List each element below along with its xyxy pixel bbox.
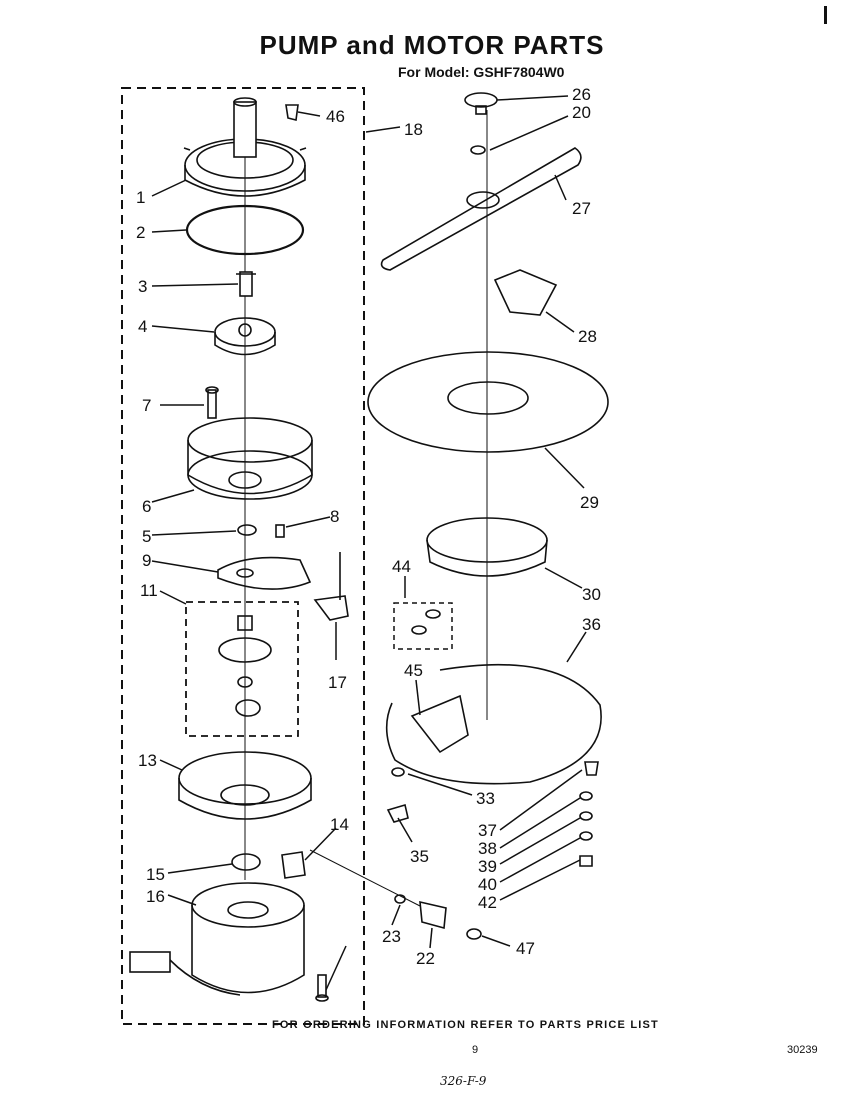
fitting-axis bbox=[309, 849, 421, 907]
ordering-note: FOR ORDERING INFORMATION REFER TO PARTS … bbox=[272, 1019, 659, 1031]
reference-number: 30239 bbox=[787, 1044, 818, 1056]
part-pump-housing-cover bbox=[183, 97, 307, 197]
callout-9: 9 bbox=[142, 551, 151, 570]
callout-39: 39 bbox=[478, 857, 497, 876]
page-title: PUMP and MOTOR PARTS bbox=[259, 30, 605, 60]
callout-26: 26 bbox=[572, 85, 591, 104]
part-spray-arm-hub bbox=[466, 191, 500, 209]
callout-2: 2 bbox=[136, 223, 145, 242]
part-clip bbox=[386, 803, 409, 823]
part-screw bbox=[205, 386, 219, 419]
callout-38: 38 bbox=[478, 839, 497, 858]
callout-23: 23 bbox=[382, 927, 401, 946]
part-bearing-kit bbox=[411, 609, 441, 635]
callout-18: 18 bbox=[404, 120, 423, 139]
part-small-ring bbox=[470, 145, 486, 155]
callout-46: 46 bbox=[326, 107, 345, 126]
part-oring bbox=[185, 204, 305, 256]
page-edge-mark bbox=[824, 6, 827, 24]
part-47-cap bbox=[466, 928, 482, 940]
callout-4: 4 bbox=[138, 317, 147, 336]
callout-33: 33 bbox=[476, 789, 495, 808]
part-hardware-stack bbox=[579, 761, 599, 867]
callout-17: 17 bbox=[328, 673, 347, 692]
callout-30: 30 bbox=[582, 585, 601, 604]
part-46-clip bbox=[285, 104, 299, 121]
callout-37: 37 bbox=[478, 821, 497, 840]
callout-44: 44 bbox=[392, 557, 411, 576]
callout-22: 22 bbox=[416, 949, 435, 968]
callout-16: 16 bbox=[146, 887, 165, 906]
callout-36: 36 bbox=[582, 615, 601, 634]
part-cap bbox=[464, 92, 498, 115]
pump-assembly-dashed-box bbox=[121, 87, 365, 1025]
callout-27: 27 bbox=[572, 199, 591, 218]
callout-42: 42 bbox=[478, 893, 497, 912]
callout-15: 15 bbox=[146, 865, 165, 884]
callout-35: 35 bbox=[410, 847, 429, 866]
leader-lines bbox=[151, 95, 587, 991]
part-fitting bbox=[419, 900, 447, 930]
bearing-kit-dashed-box bbox=[393, 602, 453, 650]
callout-3: 3 bbox=[138, 277, 147, 296]
part-deflector-clip bbox=[493, 269, 558, 316]
part-filter-disc bbox=[367, 351, 609, 453]
callout-29: 29 bbox=[580, 493, 599, 512]
part-small-screw bbox=[275, 524, 285, 538]
callout-40: 40 bbox=[478, 875, 497, 894]
part-23-ring bbox=[394, 894, 406, 904]
callout-8: 8 bbox=[330, 507, 339, 526]
callout-7: 7 bbox=[142, 396, 151, 415]
callout-6: 6 bbox=[142, 497, 151, 516]
handwritten-note: 326-F-9 bbox=[440, 1074, 487, 1088]
part-wire-harness bbox=[385, 663, 602, 785]
sub-assembly-dashed-box bbox=[185, 601, 299, 737]
part-filter-ring bbox=[426, 517, 548, 577]
callout-20: 20 bbox=[572, 103, 591, 122]
page-number: 9 bbox=[472, 1044, 479, 1056]
part-mounting-plate bbox=[217, 556, 312, 590]
callout-47: 47 bbox=[516, 939, 535, 958]
part-motor-screw bbox=[315, 974, 329, 1002]
part-washer bbox=[237, 524, 257, 536]
part-bracket bbox=[410, 694, 469, 754]
part-seal-block bbox=[281, 851, 306, 879]
callout-5: 5 bbox=[142, 527, 151, 546]
part-stem bbox=[313, 552, 349, 621]
part-impeller-screw bbox=[236, 271, 256, 297]
part-motor-washer bbox=[231, 853, 261, 871]
part-motor-mount bbox=[178, 751, 312, 820]
callout-28: 28 bbox=[578, 327, 597, 346]
callout-14: 14 bbox=[330, 815, 349, 834]
callout-labels: 1 2 3 4 6 7 5 8 9 11 13 14 15 16 17 18 2… bbox=[136, 85, 601, 968]
part-grommet bbox=[391, 767, 405, 777]
callout-1: 1 bbox=[136, 188, 145, 207]
model-subtitle: For Model: GSHF7804W0 bbox=[398, 64, 565, 80]
part-impeller bbox=[214, 317, 276, 356]
part-spray-arm bbox=[380, 147, 582, 271]
part-pump-housing bbox=[187, 417, 313, 500]
callout-11: 11 bbox=[140, 581, 158, 600]
part-motor bbox=[129, 882, 305, 996]
callout-45: 45 bbox=[404, 661, 423, 680]
part-chopper-assembly bbox=[218, 615, 272, 717]
callout-13: 13 bbox=[138, 751, 157, 770]
